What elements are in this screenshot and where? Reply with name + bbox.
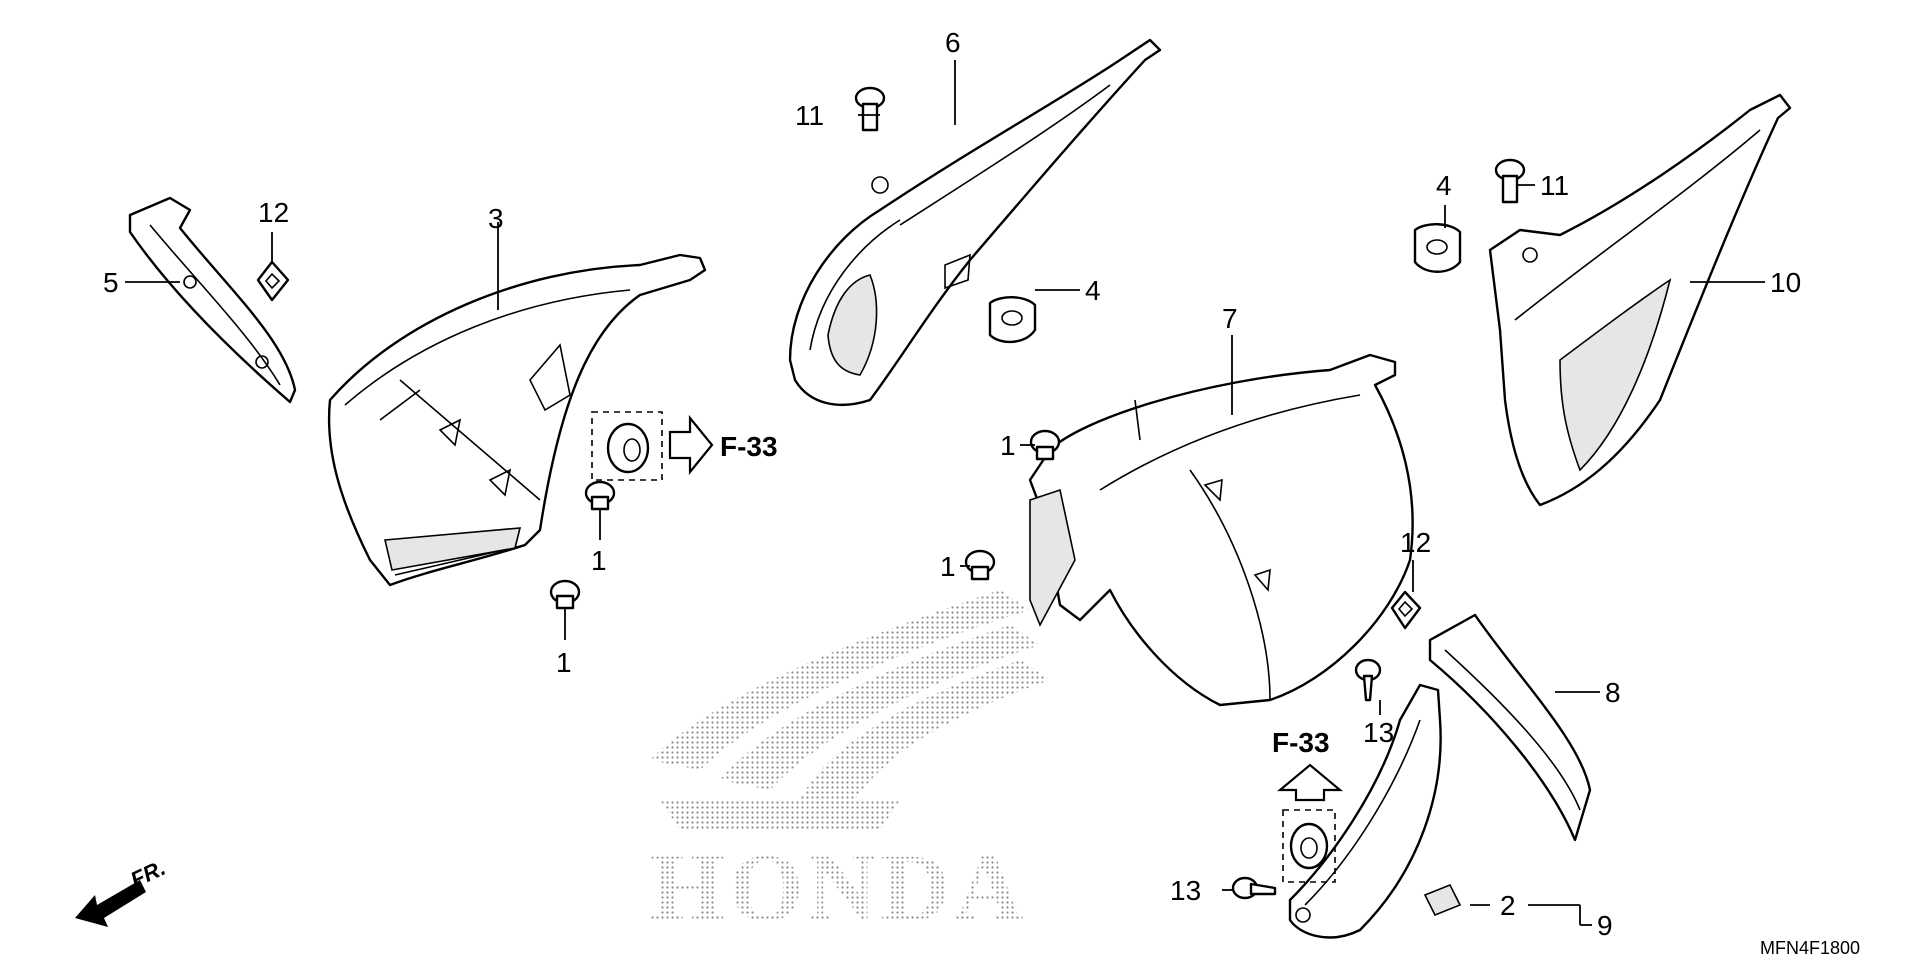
part-12-emblem-left: [256, 260, 290, 302]
callout-13-upper: 13: [1363, 717, 1394, 748]
part-12-emblem-right: [1390, 590, 1422, 630]
callout-2: 2: [1500, 890, 1516, 921]
part-8-trim-strip: [1428, 613, 1592, 842]
part-9-lower-cover: [1288, 683, 1462, 939]
screw-13-b: [1231, 876, 1277, 900]
bolt-1-c: [1029, 429, 1061, 461]
callout-1-b: 1: [556, 647, 572, 678]
screw-13-a: [1354, 658, 1382, 702]
callout-5: 5: [103, 267, 119, 298]
bolt-1-b: [549, 579, 581, 610]
callout-4-right: 4: [1436, 170, 1452, 201]
callout-11-top: 11: [795, 100, 824, 131]
callout-10: 10: [1770, 267, 1801, 298]
honda-watermark-text: HONDA: [650, 834, 1027, 941]
grommet-left: [591, 411, 663, 481]
part-10-right-cover: [1488, 93, 1792, 507]
part-4-grommet-middle: [988, 296, 1037, 344]
callout-9: 9: [1597, 910, 1613, 941]
callout-12-left: 12: [258, 197, 289, 228]
bolt-1-a: [584, 480, 616, 511]
front-direction-arrow: [75, 880, 146, 927]
ref-label-f33-up: F-33: [1272, 727, 1330, 758]
honda-wing-watermark: [650, 590, 1050, 830]
leader-lines: [125, 60, 1765, 926]
callout-7: 7: [1222, 303, 1238, 334]
callout-3: 3: [488, 203, 504, 234]
part-5-trim: [128, 196, 297, 404]
callout-11-right: 11: [1540, 170, 1569, 201]
callout-8: 8: [1605, 677, 1621, 708]
callout-4-middle: 4: [1085, 275, 1101, 306]
callout-13-lower: 13: [1170, 875, 1201, 906]
callout-1-a: 1: [591, 545, 607, 576]
callout-1-d: 1: [940, 551, 956, 582]
callout-12-right: 12: [1400, 527, 1431, 558]
ref-arrow-right: [668, 414, 714, 476]
ref-label-f33-right: F-33: [720, 431, 778, 462]
bolt-11-b: [1494, 158, 1526, 204]
part-7-center-cover: [1028, 353, 1414, 707]
bolt-11-a: [854, 86, 886, 132]
ref-arrow-up: [1276, 763, 1344, 802]
callout-6: 6: [945, 27, 961, 58]
drawing-code: MFN4F1800: [1760, 938, 1860, 958]
part-3-side-cover: [327, 253, 707, 587]
grommet-lower: [1282, 809, 1336, 883]
part-6-upper-cover: [788, 38, 1162, 407]
callout-1-c: 1: [1000, 430, 1016, 461]
part-4-grommet-right: [1413, 223, 1462, 273]
bolt-1-d: [964, 549, 996, 581]
